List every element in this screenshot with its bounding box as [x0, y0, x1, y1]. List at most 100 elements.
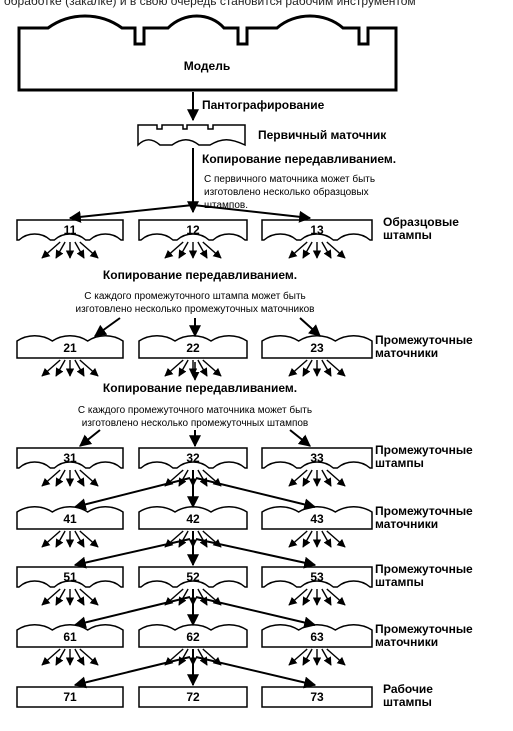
spray-arrow-31-0 — [41, 469, 61, 487]
flow-arrows — [41, 204, 346, 689]
primary-master-label: Первичный маточник — [258, 128, 387, 142]
copy-3-title: Копирование передавливанием. — [103, 381, 297, 395]
row-label-7-line-2: штампы — [383, 695, 432, 709]
spray-arrow-61-3 — [74, 648, 85, 666]
spray-arrow-11-1 — [55, 241, 66, 259]
spray-arrow-21-1 — [55, 359, 66, 377]
model-block — [17, 14, 398, 92]
spray-arrow-22-0 — [164, 359, 184, 377]
model-label: Модель — [184, 59, 230, 73]
spray-arrow-11-0 — [41, 241, 61, 259]
die-52 — [138, 566, 248, 588]
die-71 — [16, 686, 124, 708]
spray-arrow-33-0 — [288, 469, 308, 487]
spray-arrow-31-1 — [55, 469, 66, 487]
row-label-5-line-2: штампы — [375, 575, 424, 589]
die-number-42: 42 — [186, 512, 200, 526]
spray-arrow-23-4 — [326, 359, 346, 377]
die-number-73: 73 — [310, 690, 324, 704]
row-label-6-line-1: Промежуточные — [375, 622, 473, 636]
die-33 — [261, 447, 373, 469]
die-number-53: 53 — [310, 570, 324, 584]
row-label-3-line-2: штампы — [375, 456, 424, 470]
die-number-72: 72 — [186, 690, 200, 704]
spray-arrow-51-3 — [74, 588, 85, 606]
cascade-right-4 — [195, 538, 317, 569]
die-21 — [16, 335, 124, 359]
spray-arrow-63-4 — [326, 648, 346, 666]
spray-arrow-21-3 — [74, 359, 85, 377]
copy-2-note-line-2: изготовлено несколько промежуточных мато… — [76, 304, 315, 315]
spray-arrow-13-1 — [302, 241, 313, 259]
spray-arrow-21-0 — [41, 359, 61, 377]
spray-arrow-32-3 — [197, 469, 208, 487]
die-43 — [261, 506, 373, 530]
spray-arrow-51-1 — [55, 588, 66, 606]
spray-arrow-12-0 — [164, 241, 184, 259]
spray-arrow-52-3 — [197, 588, 208, 606]
fan-2-left — [94, 317, 121, 337]
copy-1-note-line-3: штампов. — [204, 200, 248, 211]
spray-arrow-31-3 — [74, 469, 85, 487]
copy-1-note-line-1: С первичного маточника может быть — [204, 173, 375, 185]
die-23 — [261, 335, 373, 359]
row-label-3-line-1: Промежуточные — [375, 443, 473, 457]
die-number-11: 11 — [64, 223, 77, 237]
spray-arrow-63-0 — [288, 648, 308, 666]
primary-master-die — [137, 124, 246, 147]
spray-arrow-51-4 — [79, 588, 99, 606]
spray-arrow-53-0 — [288, 588, 308, 606]
spray-arrow-13-3 — [321, 241, 332, 259]
spray-arrow-23-1 — [302, 359, 313, 377]
die-number-33: 33 — [310, 451, 324, 465]
spray-arrow-11-4 — [79, 241, 99, 259]
die-72 — [138, 686, 248, 708]
copy-2-title: Копирование передавливанием. — [103, 268, 297, 282]
spray-arrow-21-4 — [79, 359, 99, 377]
spray-arrow-13-0 — [288, 241, 308, 259]
spray-arrow-41-3 — [74, 530, 85, 548]
spray-arrow-63-1 — [302, 648, 313, 666]
spray-arrow-53-3 — [321, 588, 332, 606]
die-51 — [16, 566, 124, 588]
die-number-52: 52 — [186, 570, 200, 584]
row-label-2-line-1: Промежуточные — [375, 333, 473, 347]
spray-arrow-42-3 — [197, 530, 208, 548]
copy-3-note-line-2: изготовлено несколько промежуточных штам… — [82, 418, 308, 429]
spray-arrow-43-4 — [326, 530, 346, 548]
die-number-12: 12 — [186, 223, 200, 237]
pantograph-label: Пантографирование — [202, 98, 325, 112]
spray-arrow-53-4 — [326, 588, 346, 606]
spray-arrow-42-1 — [178, 530, 189, 548]
die-number-31: 31 — [63, 451, 77, 465]
spray-arrow-61-0 — [41, 648, 61, 666]
row-label-5-line-1: Промежуточные — [375, 562, 473, 576]
die-42 — [138, 506, 248, 530]
spray-arrow-52-1 — [178, 588, 189, 606]
spray-arrow-43-0 — [288, 530, 308, 548]
spray-arrow-12-4 — [202, 241, 222, 259]
die-number-62: 62 — [186, 630, 200, 644]
spray-arrow-61-4 — [79, 648, 99, 666]
spray-arrow-32-1 — [178, 469, 189, 487]
row-label-6-line-2: маточники — [375, 635, 438, 649]
copy-2-note-line-1: С каждого промежуточного штампа может бы… — [84, 290, 306, 302]
spray-arrow-41-0 — [41, 530, 61, 548]
spray-arrow-22-3 — [197, 359, 208, 377]
top-caption-text: обработке (закалке) и в свою очередь ста… — [4, 0, 416, 8]
row-label-4-line-2: маточники — [375, 517, 438, 531]
die-number-61: 61 — [63, 630, 77, 644]
cascade-left-4 — [73, 538, 191, 569]
die-number-21: 21 — [63, 341, 77, 355]
spray-arrow-43-1 — [302, 530, 313, 548]
spray-arrow-33-4 — [326, 469, 346, 487]
spray-arrow-13-4 — [326, 241, 346, 259]
spray-arrow-43-3 — [321, 530, 332, 548]
spray-arrow-22-4 — [202, 359, 222, 377]
spray-arrow-62-1 — [178, 648, 189, 666]
spray-arrow-33-1 — [302, 469, 313, 487]
die-number-23: 23 — [310, 341, 324, 355]
die-31 — [16, 447, 124, 469]
die-73 — [261, 686, 373, 708]
spray-arrow-23-0 — [288, 359, 308, 377]
